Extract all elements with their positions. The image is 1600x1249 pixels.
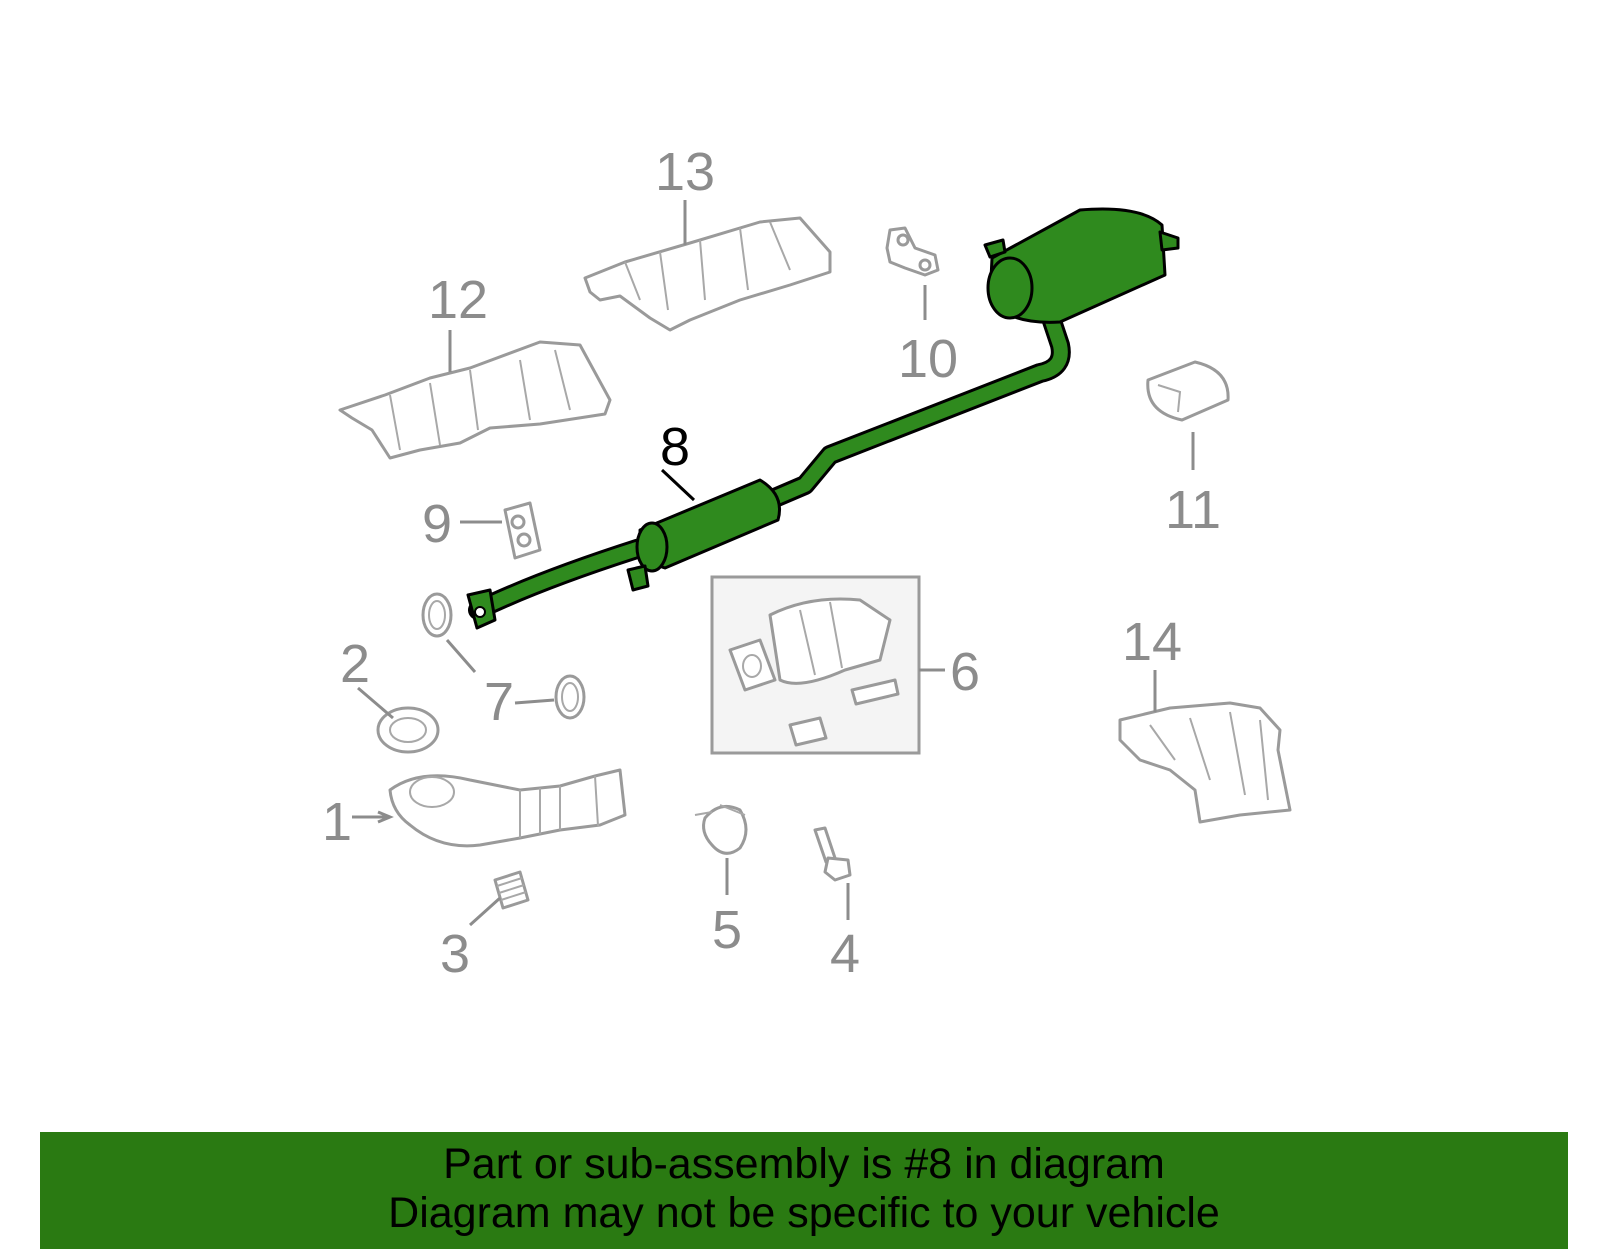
part-10-hanger <box>885 226 940 277</box>
callout-5: 5 <box>712 900 742 960</box>
info-banner: Part or sub-assembly is #8 in diagram Di… <box>40 1132 1568 1249</box>
callout-7: 7 <box>484 672 514 732</box>
part-1-flex-pipe <box>388 768 627 848</box>
callout-3: 3 <box>440 924 470 984</box>
callout-4: 4 <box>830 924 860 984</box>
part-13-heat-shield <box>583 216 832 332</box>
part-8-exhaust-assembly <box>466 207 1180 630</box>
callout-2: 2 <box>340 634 370 694</box>
part-7-gaskets <box>421 592 586 720</box>
callout-10: 10 <box>898 329 958 389</box>
banner-line-1: Part or sub-assembly is #8 in diagram <box>443 1140 1165 1188</box>
part-3-spring <box>493 870 530 910</box>
callout-1: 1 <box>322 792 352 852</box>
callout-labels: 1 2 3 4 5 6 7 8 9 10 11 12 13 14 <box>322 142 1221 984</box>
part-11-rubber-mount <box>1146 360 1230 422</box>
part-14-heat-shield <box>1118 701 1292 824</box>
part-9-hanger-rubber <box>503 501 542 560</box>
callout-11: 11 <box>1165 480 1221 540</box>
callout-8: 8 <box>660 417 690 477</box>
callout-9: 9 <box>422 494 452 554</box>
part-2-ring <box>376 706 440 754</box>
callout-13: 13 <box>655 142 715 202</box>
banner-line-2: Diagram may not be specific to your vehi… <box>388 1189 1220 1237</box>
callout-14: 14 <box>1122 612 1182 672</box>
callout-6: 6 <box>950 642 980 702</box>
callout-12: 12 <box>428 270 488 330</box>
part-6-catalytic-converter <box>710 575 945 755</box>
part-5-clamp <box>694 804 748 855</box>
leader-lines <box>352 200 1195 927</box>
part-4-bolt <box>813 826 852 882</box>
part-12-heat-shield <box>338 340 612 460</box>
